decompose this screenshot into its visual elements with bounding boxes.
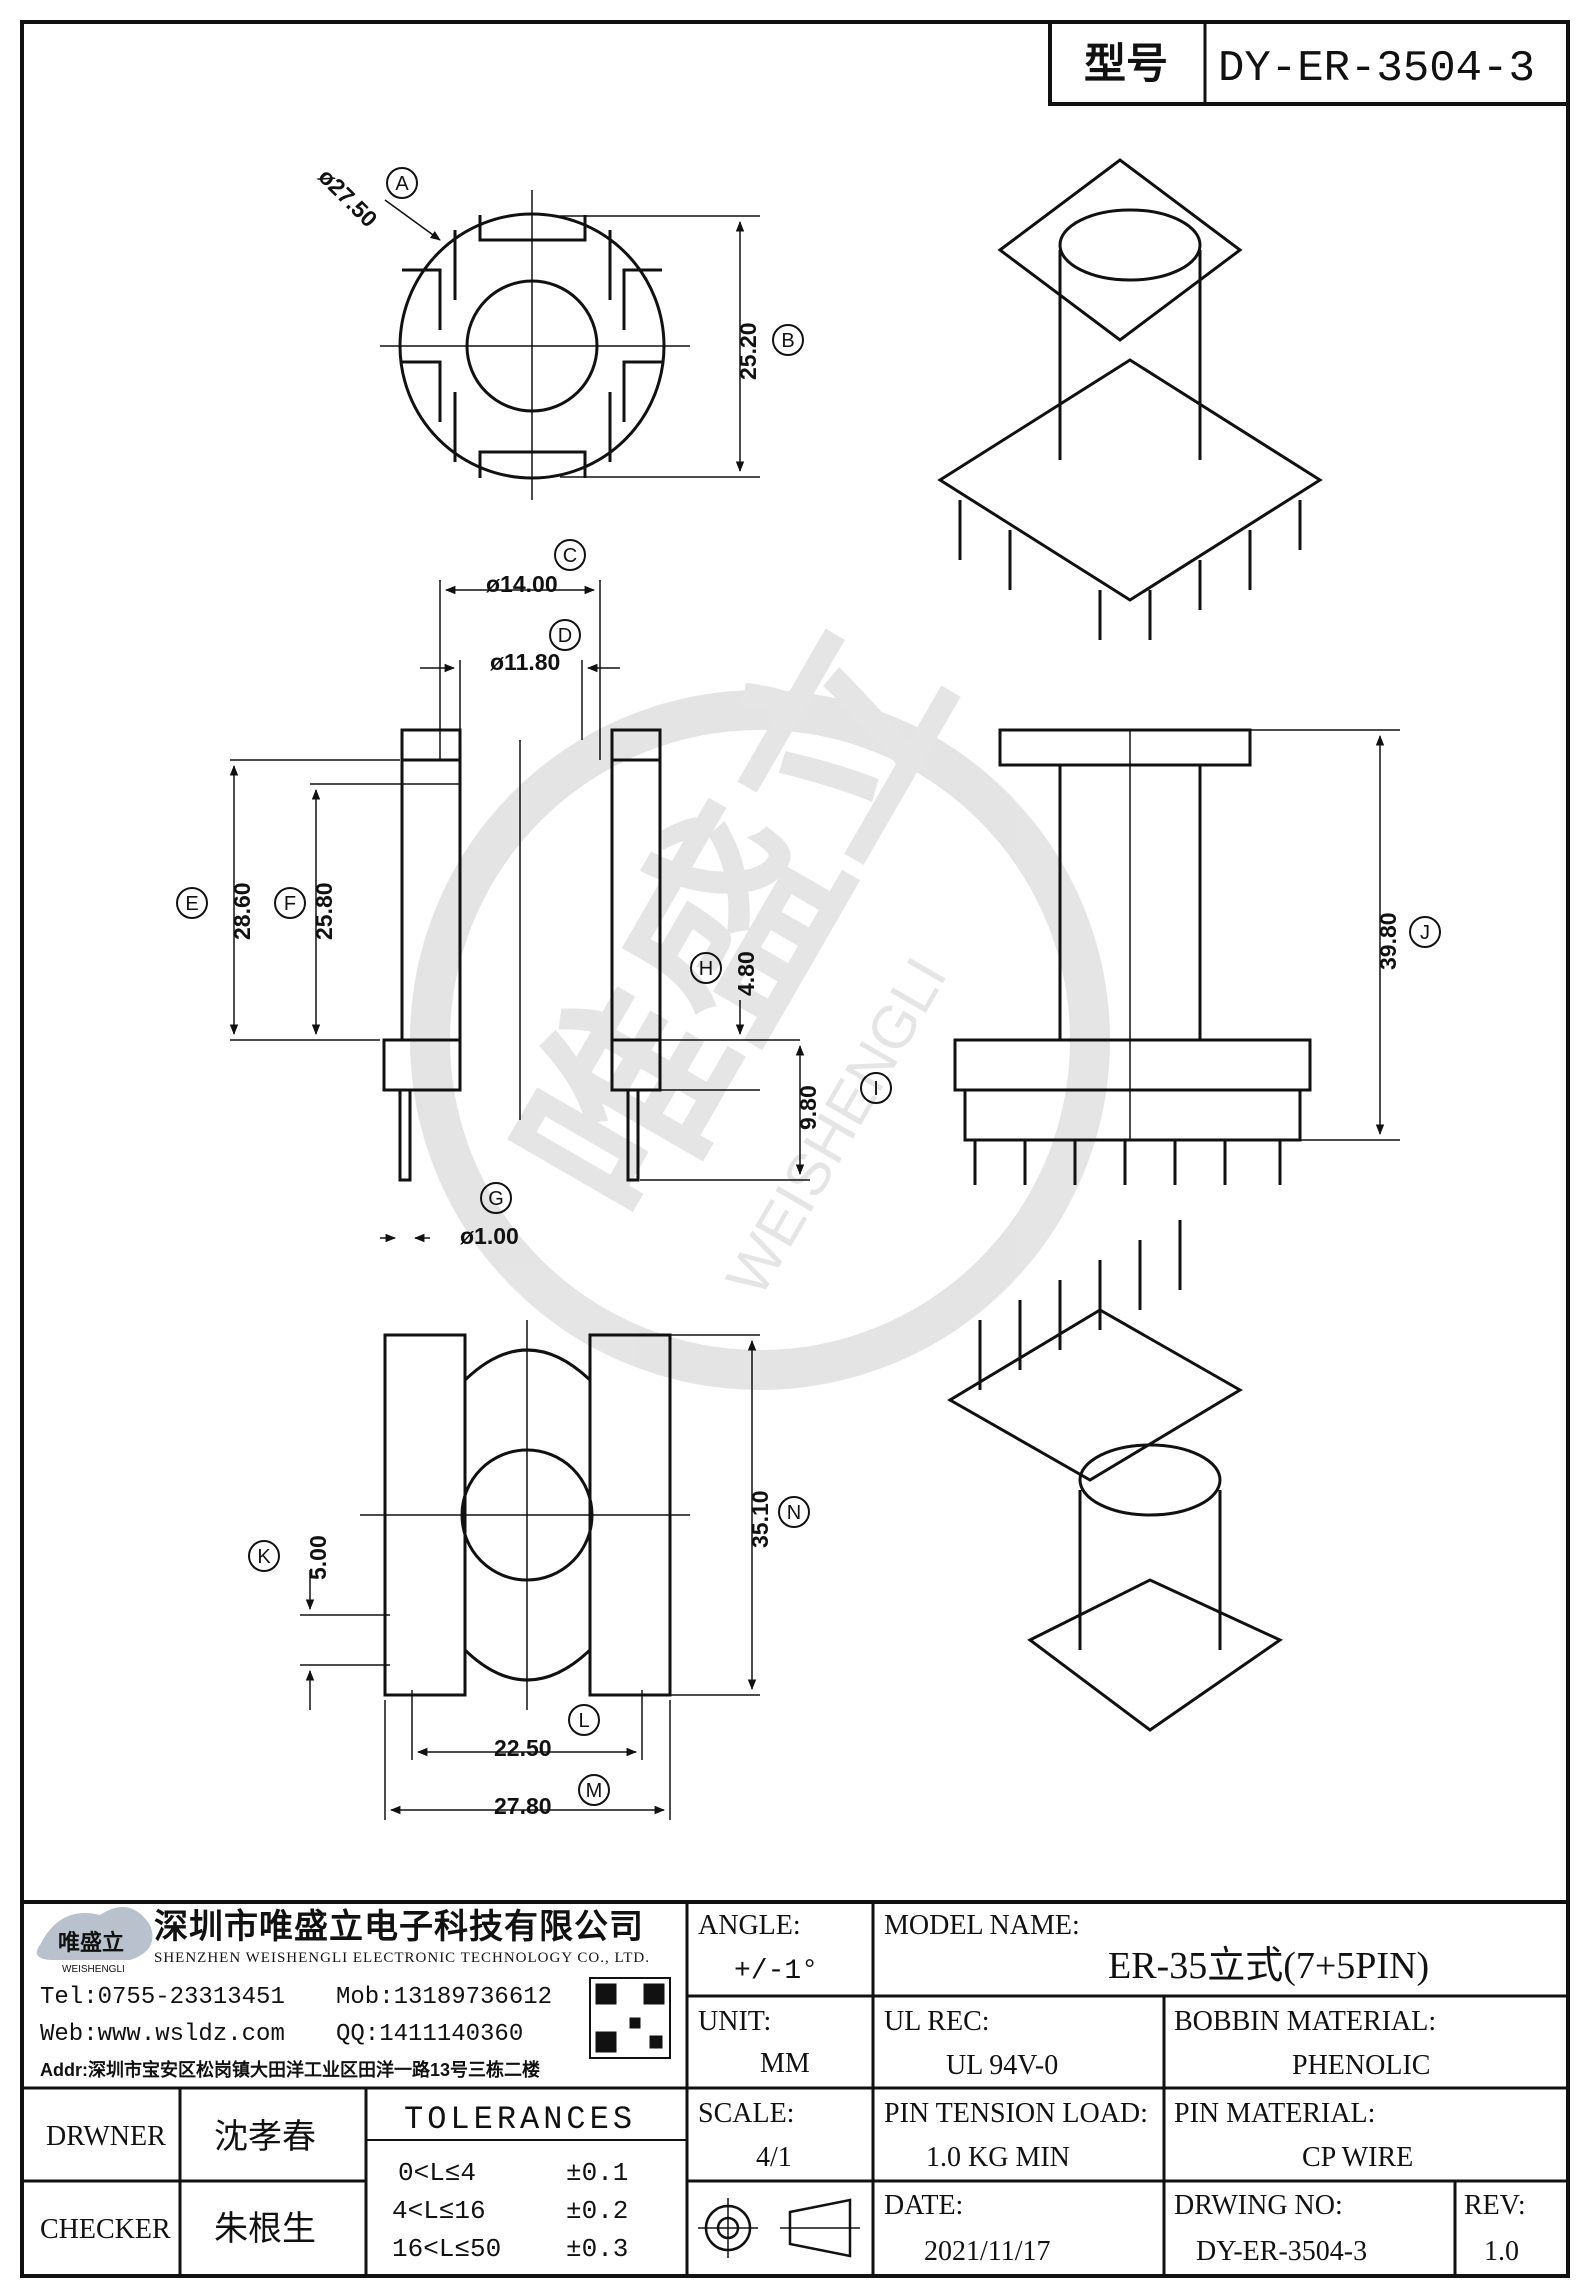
checker-label: CHECKER: [40, 2214, 171, 2245]
date-value: 2021/11/17: [924, 2236, 1051, 2267]
svg-text:N: N: [787, 1502, 801, 1524]
svg-text:M: M: [586, 1780, 603, 1802]
company-tel: Tel:0755-23313451: [40, 1984, 285, 2011]
angle-label: ANGLE:: [698, 1910, 801, 1941]
sheet-border: [20, 20, 1570, 2278]
svg-text:K: K: [257, 1546, 271, 1568]
angle-value: +/-1°: [734, 1956, 818, 1987]
scale-value: 4/1: [756, 2142, 792, 2173]
drawer-name: 沈孝春: [214, 2118, 316, 2156]
svg-text:A: A: [395, 173, 409, 195]
iso-view-top: [937, 158, 1323, 640]
tol-range-0: 0<L≤4: [398, 2158, 476, 2188]
dim-g: ø1.00: [460, 1223, 519, 1249]
date-label: DATE:: [884, 2190, 963, 2221]
company-web: Web:www.wsldz.com: [40, 2021, 285, 2048]
ul-rec-label: UL REC:: [884, 2006, 990, 2037]
model-header: 型号 DY-ER-3504-3: [1048, 20, 1570, 106]
dim-b: 25.20: [735, 322, 761, 380]
dim-i: 9.80: [795, 1085, 821, 1130]
company-logo: 唯盛立 WEISHENGLI: [36, 1907, 153, 1975]
dim-l: 22.50: [494, 1735, 552, 1761]
tol-value-1: ±0.2: [566, 2196, 628, 2226]
company-name-en: SHENZHEN WEISHENGLI ELECTRONIC TECHNOLOG…: [154, 1950, 650, 1966]
dimension-bubbles: [176, 167, 1441, 1806]
dim-h: 4.80: [733, 951, 759, 996]
dim-c: ø14.00: [486, 571, 558, 597]
pin-material-label: PIN MATERIAL:: [1174, 2098, 1375, 2129]
pin-tension-label: PIN TENSION LOAD:: [884, 2098, 1148, 2129]
watermark-cn: 唯盛立: [475, 589, 994, 1252]
tol-range-2: 16<L≤50: [392, 2234, 501, 2264]
model-name-value: ER-35立式(7+5PIN): [1108, 1945, 1429, 1987]
dim-k: 5.00: [305, 1535, 331, 1580]
pin-material-value: CP WIRE: [1302, 2142, 1413, 2173]
unit-label: UNIT:: [698, 2006, 771, 2037]
front-view: [229, 580, 810, 1243]
logo-sub: WEISHENGLI: [62, 1964, 125, 1975]
title-block: [22, 1900, 1568, 2276]
svg-text:B: B: [781, 330, 794, 352]
checker-name: 朱根生: [214, 2210, 316, 2248]
rev-value: 1.0: [1484, 2236, 1519, 2267]
tol-range-1: 4<L≤16: [392, 2196, 486, 2226]
company-addr: Addr:深圳市宝安区松岗镇大田洋工业区田洋一路13号三栋二楼: [40, 2059, 540, 2080]
dim-e: 28.60: [229, 882, 255, 940]
dim-m: 27.80: [494, 1793, 552, 1819]
side-view: [953, 728, 1400, 1185]
bobbin-material-label: BOBBIN MATERIAL:: [1174, 2006, 1436, 2037]
svg-text:L: L: [578, 1710, 589, 1732]
drawer-label: DRWNER: [46, 2121, 166, 2152]
tolerances-title: TOLERANCES: [404, 2101, 636, 2138]
drawing-no-label: DRWING NO:: [1174, 2190, 1343, 2221]
model-name-label: MODEL NAME:: [884, 1910, 1080, 1941]
watermark: 唯盛立 WEISHENGLI: [410, 589, 1110, 1390]
svg-text:C: C: [563, 545, 577, 567]
company-mob: Mob:13189736612: [336, 1984, 552, 2011]
unit-value: MM: [760, 2048, 810, 2079]
company-name-cn: 深圳市唯盛立电子科技有限公司: [154, 1907, 644, 1946]
dim-a: ø27.50: [313, 163, 382, 232]
drawing-no-value: DY-ER-3504-3: [1196, 2236, 1367, 2267]
dim-d: ø11.80: [490, 649, 560, 675]
top-view: [380, 190, 760, 500]
ul-rec-value: UL 94V-0: [946, 2050, 1058, 2081]
tol-value-0: ±0.1: [566, 2158, 628, 2188]
svg-text:I: I: [873, 1078, 879, 1100]
rev-label: REV:: [1464, 2190, 1526, 2221]
svg-text:D: D: [558, 625, 572, 647]
logo-text: 唯盛立: [58, 1930, 124, 1955]
svg-text:E: E: [185, 893, 198, 915]
dim-f: 25.80: [311, 882, 337, 940]
tol-value-2: ±0.3: [566, 2234, 628, 2264]
svg-text:F: F: [284, 893, 296, 915]
svg-text:H: H: [699, 958, 713, 980]
iso-view-bottom: [947, 1220, 1284, 1732]
bobbin-material-value: PHENOLIC: [1292, 2050, 1430, 2081]
model-label: 型号: [1084, 40, 1168, 87]
svg-text:G: G: [488, 1188, 504, 1210]
dim-j: 39.80: [1375, 912, 1401, 970]
scale-label: SCALE:: [698, 2098, 794, 2129]
bubble-letters: A B C D E F H I G J K L M N: [185, 173, 1430, 1802]
dim-n: 35.10: [747, 1490, 773, 1548]
svg-text:J: J: [1420, 922, 1430, 944]
pin-tension-value: 1.0 KG MIN: [926, 2142, 1070, 2173]
company-qq: QQ:1411140360: [336, 2021, 523, 2048]
bottom-view: [300, 1320, 760, 1820]
model-value: DY-ER-3504-3: [1218, 44, 1535, 94]
